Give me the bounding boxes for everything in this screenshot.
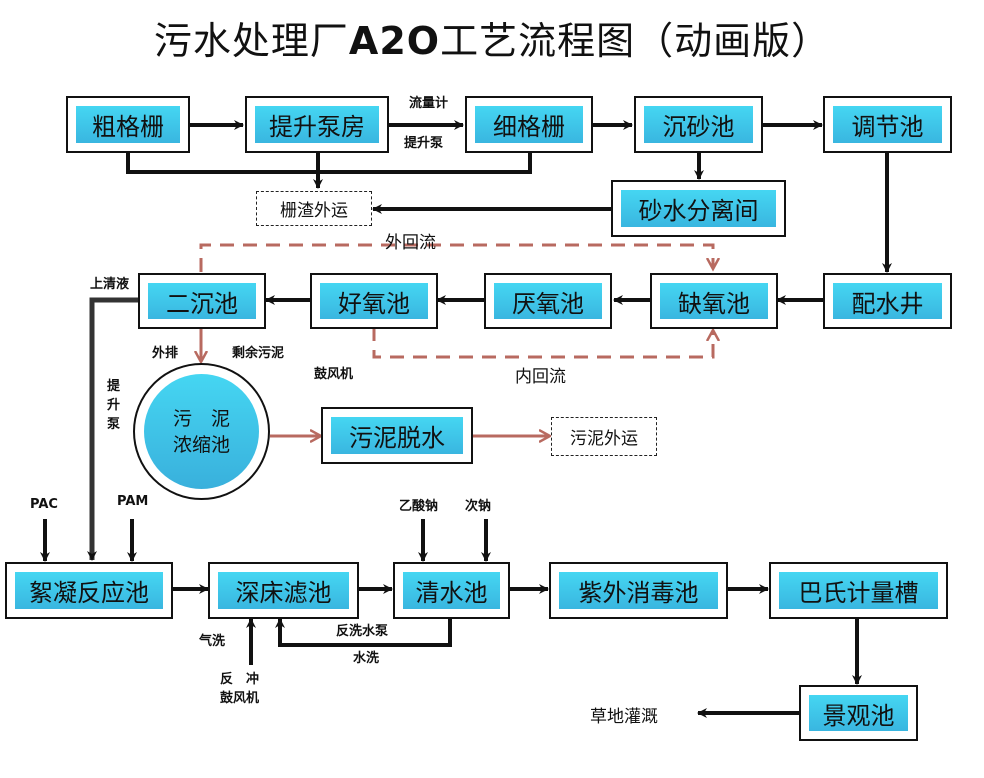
label-lift-pump-vertical: 提升泵 — [107, 379, 121, 432]
label-pac: PAC — [30, 497, 58, 512]
page-title: 污水处理厂A2O工艺流程图（动画版） — [153, 19, 831, 63]
node-anaerobic-tank[interactable]: 厌氧池 — [484, 273, 612, 329]
node-anoxic-tank[interactable]: 缺氧池 — [650, 273, 778, 329]
label-lift-pump: 提升泵 — [404, 136, 444, 151]
node-deep-bed-filter[interactable]: 深床滤池 — [208, 562, 359, 619]
node-sludge-dewatering[interactable]: 污泥脱水 — [321, 407, 473, 464]
output-sludge-haul: 污泥外运 — [551, 417, 657, 456]
label-blower: 鼓风机 — [314, 367, 354, 382]
output-screenings-haul: 栅渣外运 — [256, 191, 372, 226]
line-water-wash — [275, 617, 452, 647]
label-pam: PAM — [117, 494, 149, 509]
label-air-wash: 气洗 — [199, 634, 226, 649]
line-supernatant — [87, 297, 138, 561]
node-sand-water-separator[interactable]: 砂水分离间 — [611, 180, 786, 237]
label-excess-sludge: 剩余污泥 — [232, 346, 285, 361]
node-uv-disinfection[interactable]: 紫外消毒池 — [549, 562, 728, 619]
external-return-line — [199, 243, 713, 272]
label-water-wash: 水洗 — [353, 651, 380, 666]
node-clear-water-tank[interactable]: 清水池 — [393, 562, 510, 619]
node-fine-screen[interactable]: 细格栅 — [465, 96, 593, 153]
node-sludge-thickener[interactable]: 污 泥浓缩池 — [133, 363, 270, 500]
label-supernatant: 上清液 — [90, 277, 130, 292]
node-flocculation-tank[interactable]: 絮凝反应池 — [5, 562, 173, 619]
label-backwash-pump: 反洗水泵 — [336, 624, 389, 639]
internal-return-line — [372, 327, 713, 359]
label-backwash-blower: 反 冲鼓风机 — [220, 672, 260, 706]
label-external-return: 外回流 — [385, 233, 436, 253]
node-distribution-well[interactable]: 配水井 — [823, 273, 952, 329]
node-lift-pump-house[interactable]: 提升泵房 — [245, 96, 389, 153]
label-flow-meter: 流量计 — [409, 96, 449, 111]
node-secondary-clarifier[interactable]: 二沉池 — [138, 273, 266, 329]
label-hypochlorite: 次钠 — [465, 499, 492, 514]
label-discharge: 外排 — [152, 346, 179, 361]
line-screenings — [126, 152, 532, 174]
output-lawn-irrigation: 草地灌溉 — [590, 707, 658, 727]
node-parshall-flume[interactable]: 巴氏计量槽 — [769, 562, 948, 619]
node-landscape-pond[interactable]: 景观池 — [799, 685, 918, 741]
node-aerobic-tank[interactable]: 好氧池 — [310, 273, 438, 329]
node-equalization-tank[interactable]: 调节池 — [823, 96, 952, 153]
label-internal-return: 内回流 — [515, 367, 566, 387]
label-sodium-acetate: 乙酸钠 — [399, 499, 439, 514]
node-grit-chamber[interactable]: 沉砂池 — [634, 96, 763, 153]
node-coarse-screen[interactable]: 粗格栅 — [66, 96, 190, 153]
